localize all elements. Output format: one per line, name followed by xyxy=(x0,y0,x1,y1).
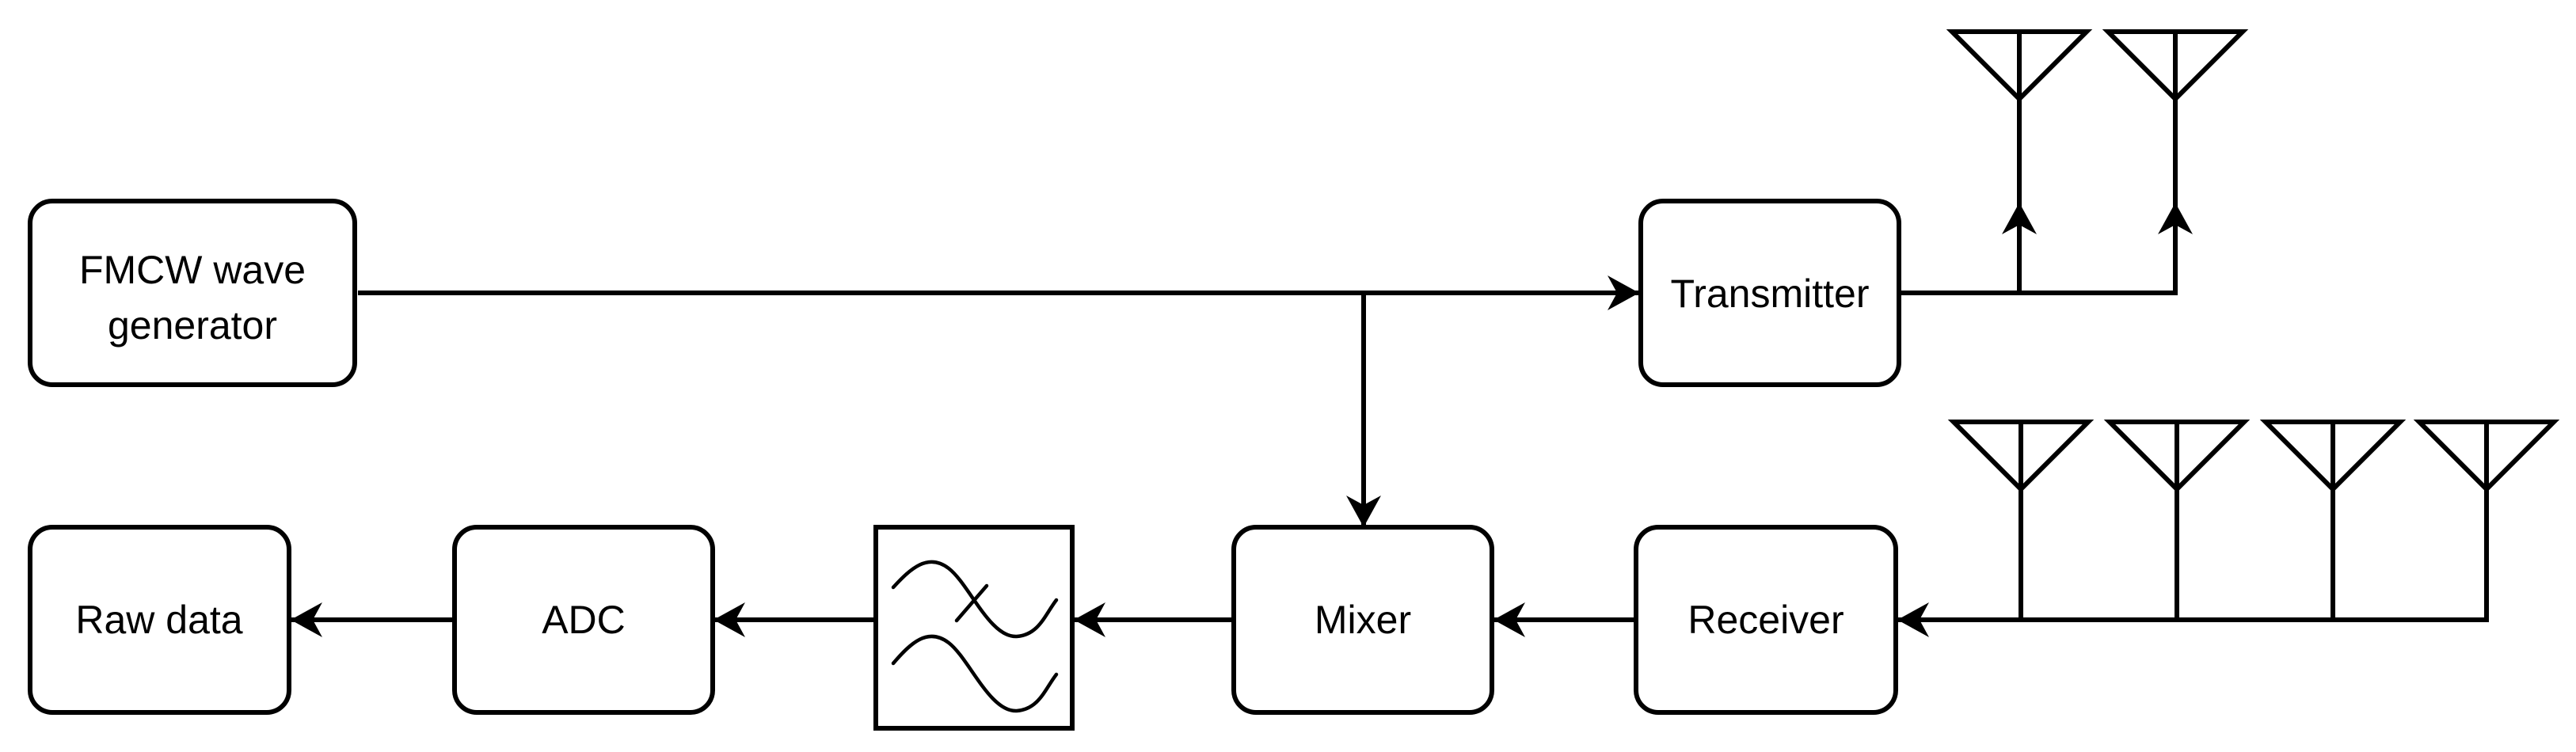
receive-antennas xyxy=(1947,420,2560,493)
raw-data-block: Raw data xyxy=(28,525,291,715)
mixer-block: Mixer xyxy=(1231,525,1494,715)
transmitter-label: Transmitter xyxy=(1671,272,1870,316)
antennas-to-receiver-wire xyxy=(1897,482,2489,622)
antenna-icon xyxy=(1946,29,2093,203)
antenna-icon xyxy=(2413,420,2560,493)
mixer-input-arrowhead xyxy=(1346,496,1381,527)
mixer-label: Mixer xyxy=(1315,598,1411,642)
filter-input-arrowhead xyxy=(1074,602,1105,637)
antenna-icon xyxy=(2102,29,2249,203)
adc-input-arrowhead xyxy=(713,602,745,637)
low-pass-filter-block xyxy=(873,525,1075,731)
receiver-input-arrowhead xyxy=(1897,602,1929,637)
fmcw-generator-label-line2: generator xyxy=(108,303,277,348)
antenna-icon xyxy=(2259,420,2407,493)
mixer-right-arrowhead xyxy=(1493,602,1525,637)
raw-data-label: Raw data xyxy=(75,598,242,642)
raw-data-input-arrowhead xyxy=(291,602,322,637)
transmitter-to-antennas-wire xyxy=(1901,203,2178,295)
fmcw-generator-label-line1: FMCW wave xyxy=(79,248,306,292)
connections xyxy=(291,203,2489,637)
low-pass-filter-icon xyxy=(891,560,1059,713)
filter-cutoff-mark xyxy=(954,583,989,623)
filter-upper-wave xyxy=(891,560,1059,639)
tx-antenna-1-arrowhead xyxy=(2002,203,2037,234)
receiver-block: Receiver xyxy=(1634,525,1898,715)
tx-antenna-2-arrowhead xyxy=(2158,203,2193,234)
transmitter-block: Transmitter xyxy=(1638,199,1901,387)
transmit-antennas xyxy=(1946,29,2249,203)
adc-block: ADC xyxy=(452,525,715,715)
transmitter-input-arrowhead xyxy=(1608,275,1639,310)
fmcw-generator-block: FMCW wave generator xyxy=(28,199,357,387)
antenna-icon xyxy=(1947,420,2095,493)
adc-label: ADC xyxy=(542,598,626,642)
receiver-label: Receiver xyxy=(1688,598,1844,642)
filter-lower-wave xyxy=(891,634,1059,713)
antenna-icon xyxy=(2103,420,2251,493)
